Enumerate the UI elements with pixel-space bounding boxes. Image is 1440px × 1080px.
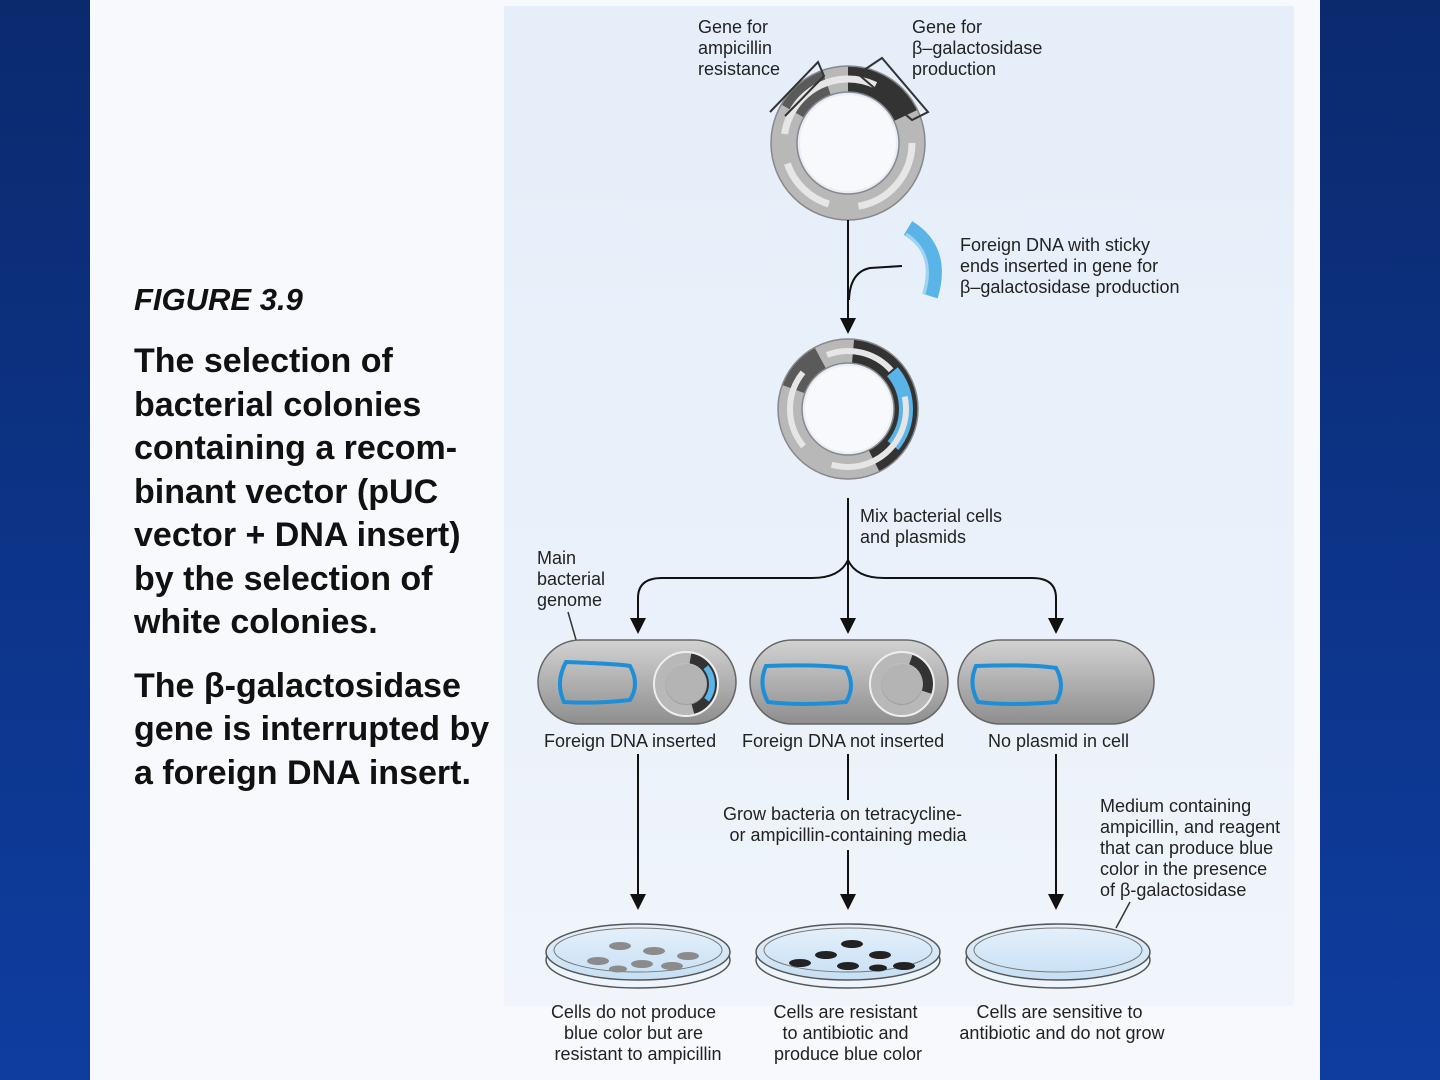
- result-label-none: Cells are sensitive to antibiotic and do…: [959, 1002, 1165, 1043]
- foreign-dna-label: Foreign DNA with sticky ends inserted in…: [960, 235, 1180, 297]
- caption-main: The selection of bacterial colonies cont…: [134, 342, 461, 641]
- medium-pointer: [1115, 901, 1131, 929]
- amp-gene-bracket: [769, 60, 826, 117]
- figure-label: FIGURE 3.9: [134, 282, 303, 317]
- cell-label-inserted: Foreign DNA inserted: [544, 731, 716, 751]
- genome-label: Main bacterial genome: [537, 548, 610, 610]
- bgal-gene-bracket: [856, 56, 930, 122]
- figure-caption: The selection of bacterial colonies cont…: [134, 340, 494, 815]
- result-label-blue: Cells are resistant to antibiotic and pr…: [773, 1002, 922, 1064]
- slide: FIGURE 3.9 The selection of bacterial co…: [90, 0, 1320, 1080]
- cell-label-no-plasmid: No plasmid in cell: [988, 731, 1129, 751]
- arrow-branch-left: [630, 559, 849, 634]
- cell-foreign-not-inserted: [749, 639, 949, 725]
- plate-white-colonies: [545, 923, 731, 989]
- plasmid-vector: [769, 56, 930, 221]
- caption-sub: The β-galactosidase gene is interrupted …: [134, 666, 490, 792]
- cell-no-plasmid: [957, 639, 1155, 725]
- bgal-gene-label: Gene for β–galactosidase production: [912, 17, 1047, 79]
- foreign-dna-fragment: [903, 221, 942, 299]
- arrow-foreign-join: [848, 265, 903, 301]
- result-label-white: Cells do not produce blue color but are …: [551, 1002, 722, 1064]
- medium-label: Medium containing ampicillin, and reagen…: [1100, 796, 1285, 900]
- left-background-band: [0, 0, 90, 1080]
- arrow-branch-right: [847, 559, 1064, 634]
- grow-label: Grow bacteria on tetracycline- or ampici…: [723, 804, 968, 845]
- recombinant-plasmid: [777, 338, 919, 480]
- cell-label-not-inserted: Foreign DNA not inserted: [742, 731, 944, 751]
- right-background-band: [1320, 0, 1440, 1080]
- amp-gene-label: Gene for ampicillin resistance: [698, 17, 780, 79]
- plate-blue-colonies: [755, 923, 941, 989]
- mix-label: Mix bacterial cells and plasmids: [860, 506, 1007, 547]
- cell-foreign-inserted: [537, 639, 737, 725]
- plate-no-growth: [965, 923, 1151, 989]
